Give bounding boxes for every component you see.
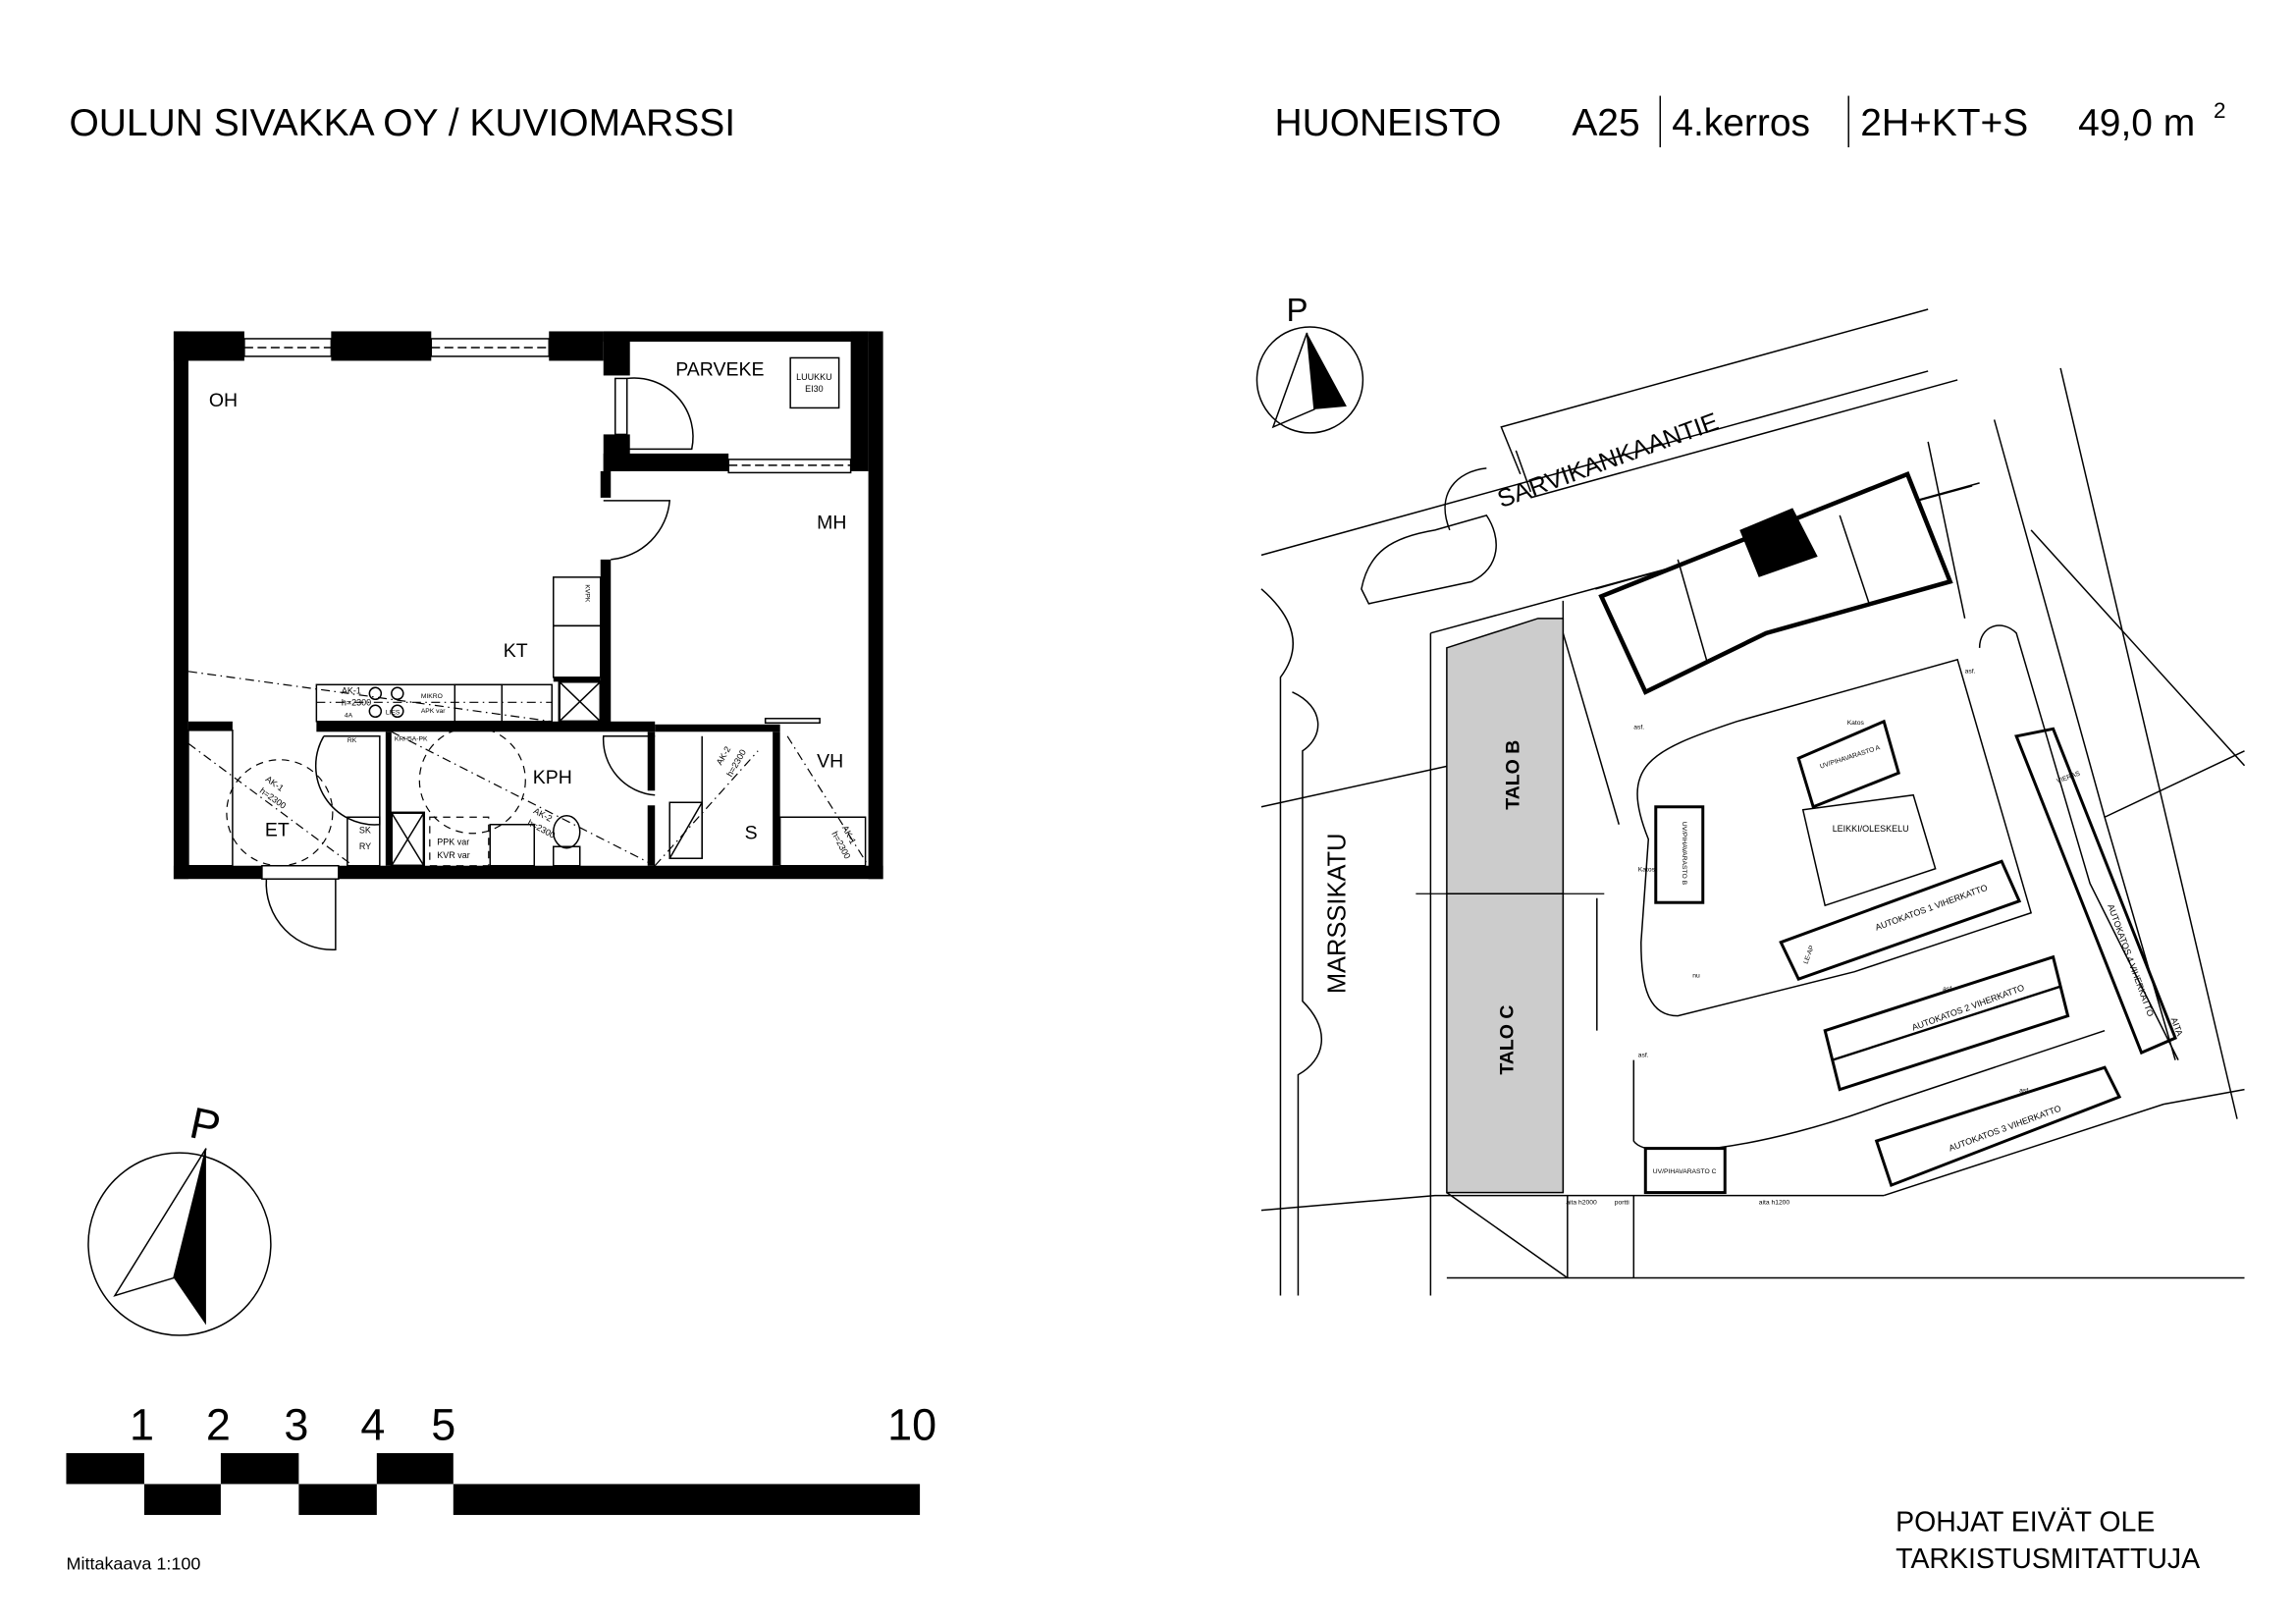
floor-number: 4.kerros bbox=[1672, 102, 1810, 144]
talo-c-building bbox=[1446, 893, 1565, 1194]
talo-b-label: TALO B bbox=[1502, 740, 1523, 810]
company-title: OULUN SIVAKKA OY / KUVIOMARSSI bbox=[69, 102, 735, 144]
ak1-kitchen-height: h=2300 bbox=[342, 697, 371, 707]
ry-label: RY bbox=[359, 841, 371, 851]
room-label-s: S bbox=[745, 823, 758, 844]
play-area-label: LEIKKI/OLESKELU bbox=[1833, 824, 1909, 834]
disclaimer-line-1: POHJAT EIVÄT OLE bbox=[1896, 1506, 2155, 1538]
kvr-label: KVR var bbox=[437, 850, 469, 860]
north-label-small: P bbox=[1286, 292, 1308, 328]
vieras-label: VIERAS bbox=[2056, 770, 2081, 785]
talo-b-building bbox=[1446, 618, 1565, 894]
scale-bar: 1 2 3 4 5 10 Mittakaava 1:100 bbox=[66, 1399, 936, 1573]
carport-3: AUTOKATOS 3 VIHERKATTO bbox=[1874, 1065, 2122, 1188]
ak2-kph-height: h=2300 bbox=[526, 818, 557, 840]
scale-tick: 2 bbox=[206, 1399, 231, 1449]
talo-c-label: TALO C bbox=[1496, 1005, 1518, 1075]
nu-label: nu bbox=[1692, 973, 1700, 980]
north-label: P bbox=[186, 1098, 225, 1153]
north-arrow-icon: P bbox=[87, 1098, 272, 1336]
scale-tick: 10 bbox=[887, 1399, 936, 1449]
storage-b-label: UV/PIHAVARASTO B bbox=[1681, 822, 1687, 886]
sk-label: SK bbox=[359, 826, 371, 836]
krh-label: KRH5A-PK bbox=[395, 735, 428, 742]
scale-caption: Mittakaava 1:100 bbox=[66, 1553, 200, 1573]
room-label-parveke: PARVEKE bbox=[675, 358, 764, 380]
room-label-vh: VH bbox=[817, 750, 843, 772]
asf-label: asf. bbox=[1943, 986, 1953, 993]
rk-label: RK bbox=[347, 737, 357, 744]
scale-tick: 3 bbox=[284, 1399, 308, 1449]
street-label-sarvikankaantie: SARVIKANKAANTIE bbox=[1494, 408, 1723, 514]
apk-label: APK var bbox=[421, 708, 446, 715]
katos-label: Katos bbox=[1847, 720, 1865, 727]
apartment-area: 49,0 m bbox=[2078, 102, 2195, 144]
lies-label: LIES bbox=[386, 709, 400, 716]
fence-height-label: aita h1200 bbox=[1759, 1200, 1790, 1207]
kvpk-label: KVPK bbox=[584, 584, 591, 602]
carport-1: AUTOKATOS 1 VIHERKATTO LE-AP bbox=[1779, 859, 2022, 982]
room-label-mh: MH bbox=[817, 512, 846, 533]
room-label-oh: OH bbox=[209, 390, 238, 411]
ak1-kitchen-label: AK-1 bbox=[342, 685, 361, 695]
hatch-rating: EI30 bbox=[805, 384, 823, 394]
apartment-label: HUONEISTO bbox=[1274, 102, 1501, 144]
north-arrow-small-icon: P bbox=[1255, 292, 1364, 434]
scale-tick: 4 bbox=[360, 1399, 385, 1449]
room-label-kt: KT bbox=[504, 640, 528, 662]
fence-label: AITA bbox=[2169, 1016, 2185, 1038]
scale-tick: 1 bbox=[130, 1399, 154, 1449]
carport-4: AUTOKATOS 4 VIHERKATTO VIERAS bbox=[2014, 727, 2177, 1056]
apartment-floorplan: PARVEKE LUUKKU EI30 KT KVPK AK-1 h=2300 … bbox=[173, 331, 883, 950]
carport-4-label: AUTOKATOS 4 VIHERKATTO bbox=[2106, 902, 2156, 1017]
carport-1-label: AUTOKATOS 1 VIHERKATTO bbox=[1874, 883, 1989, 933]
gate-label: portti bbox=[1615, 1200, 1629, 1207]
apartment-header: HUONEISTO A25 4.kerros 2H+KT+S 49,0 m 2 bbox=[1274, 95, 2226, 148]
asf-label: asf. bbox=[1633, 724, 1644, 731]
carport-2: AUTOKATOS 2 VIHERKATTO bbox=[1823, 954, 2070, 1092]
a4-label: 4A bbox=[345, 712, 353, 719]
area-superscript: 2 bbox=[2214, 98, 2226, 123]
asf-label: asf. bbox=[2019, 1088, 2030, 1095]
apartment-id: A25 bbox=[1572, 102, 1639, 144]
asf-label: asf. bbox=[1965, 668, 1976, 675]
storage-c-label: UV/PIHAVARASTO C bbox=[1653, 1168, 1717, 1175]
ppk-label: PPK var bbox=[437, 838, 469, 847]
ak1-et-height: h=2300 bbox=[258, 785, 289, 811]
fence-height-label-2: aita h2000 bbox=[1566, 1200, 1597, 1207]
room-label-et: ET bbox=[265, 820, 290, 841]
mikro-label: MIKRO bbox=[421, 693, 443, 700]
carport-2-label: AUTOKATOS 2 VIHERKATTO bbox=[1910, 983, 2025, 1033]
hatch-label: LUUKKU bbox=[796, 372, 831, 382]
street-label-marssikatu: MARSSIKATU bbox=[1323, 833, 1351, 994]
le-ap-label: LE-AP bbox=[1803, 945, 1816, 965]
talo-a-building bbox=[1598, 470, 1953, 695]
site-plan: P bbox=[1255, 292, 2246, 1296]
carport-3-label: AUTOKATOS 3 VIHERKATTO bbox=[1948, 1104, 2062, 1154]
katos-label-2: Katos bbox=[1638, 867, 1656, 874]
disclaimer-line-2: TARKISTUSMITATTUJA bbox=[1896, 1543, 2200, 1575]
scale-tick: 5 bbox=[431, 1399, 455, 1449]
apartment-type: 2H+KT+S bbox=[1860, 102, 2028, 144]
asf-label: asf. bbox=[1638, 1053, 1649, 1059]
room-label-kph: KPH bbox=[533, 767, 572, 788]
